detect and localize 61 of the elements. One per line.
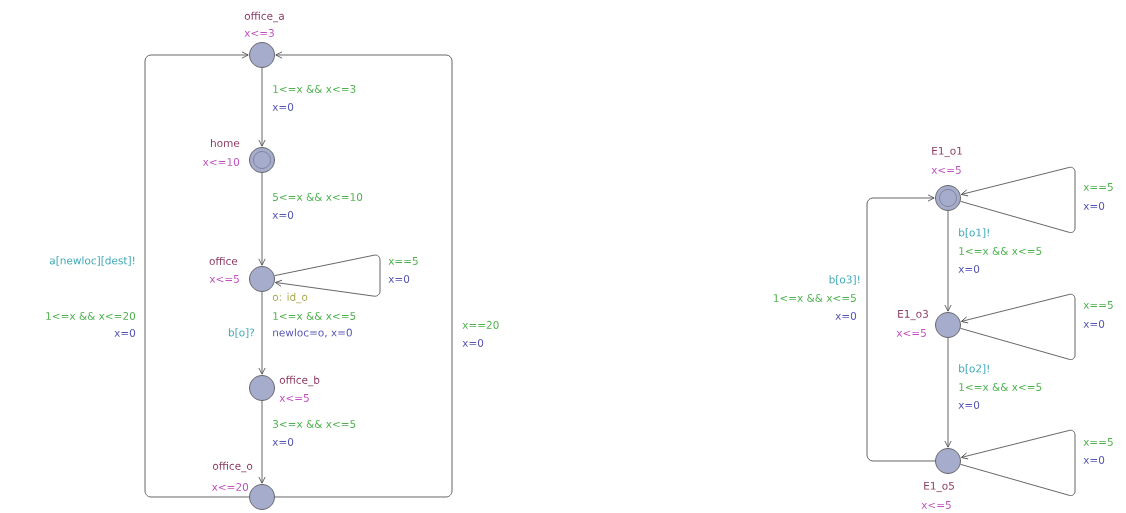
transition-arrow — [258, 172, 266, 266]
edge-label: newloc=o, x=0 — [271, 327, 354, 339]
edge-label: x==5 — [1082, 182, 1115, 192]
state-name: E1_o1 — [932, 146, 962, 158]
edge-label: x=0 — [1082, 319, 1106, 329]
invariant-label: x<=20 — [211, 483, 249, 491]
edge-label: x=0 — [834, 311, 858, 321]
transition-arrow — [960, 429, 1076, 496]
edge-label: x=0 — [957, 264, 981, 274]
edge-label: x==20 — [461, 320, 501, 330]
transition-arrow — [960, 293, 1076, 360]
transition-arrow — [144, 51, 250, 498]
invariant-label: x<=5 — [209, 275, 239, 283]
edge-label: x=0 — [1082, 455, 1106, 465]
edge-label: x=0 — [271, 102, 295, 112]
state-name: office_b — [279, 375, 320, 387]
invariant-label: x<=5 — [279, 394, 309, 402]
edge-label: x=0 — [957, 400, 981, 410]
invariant-label: x<=5 — [931, 166, 961, 174]
transition-arrow — [944, 210, 952, 312]
state-name: office_a — [244, 11, 284, 23]
state-name: E1_o3 — [898, 309, 928, 321]
transition-arrow — [258, 67, 266, 147]
edge-label: b[o2]! — [957, 363, 992, 375]
edge-label: x==5 — [1082, 300, 1115, 310]
edge-label: b[o3]! — [827, 274, 862, 286]
edge-label: 1<=x && x<=5 — [957, 382, 1044, 392]
edge-label: x==5 — [387, 256, 420, 266]
edge-label: 5<=x && x<=10 — [271, 192, 364, 202]
edge-label: x=0 — [271, 437, 295, 447]
edge-label: 1<=x && x<=5 — [271, 311, 358, 321]
state-name: home — [211, 138, 240, 148]
edge-label: x=0 — [387, 274, 411, 284]
state-name: E1_o5 — [924, 481, 954, 493]
transition-arrow — [258, 400, 266, 484]
edge-label: a[newloc][dest]! — [48, 255, 137, 267]
invariant-label: x<=10 — [202, 158, 240, 166]
invariant-label: x<=3 — [244, 29, 274, 37]
transition-arrow — [274, 51, 453, 498]
transition-arrow — [274, 254, 381, 297]
transition-arrow — [258, 291, 266, 375]
edge-label: b[o1]! — [957, 227, 992, 239]
state-name: office — [209, 256, 238, 266]
edge-label: x=0 — [271, 210, 295, 220]
edge-label: 1<=x && x<=5 — [771, 293, 858, 303]
invariant-label: x<=5 — [896, 329, 926, 337]
edge-label: x==5 — [1082, 437, 1115, 447]
edge-label: b[o]? — [226, 327, 256, 339]
edge-label: 1<=x && x<=5 — [957, 246, 1044, 256]
edge-label: 1<=x && x<=20 — [44, 311, 137, 321]
transition-arrow — [866, 194, 936, 462]
edge-label: o: id_o — [271, 291, 309, 305]
edge-label: 3<=x && x<=5 — [271, 419, 358, 429]
transition-arrow — [960, 166, 1076, 233]
edge-label: x=0 — [461, 338, 485, 348]
edge-label: x=0 — [113, 328, 137, 338]
edge-label: x=0 — [1082, 201, 1106, 211]
invariant-label: x<=5 — [921, 501, 951, 509]
edge-label: 1<=x && x<=3 — [271, 84, 358, 94]
transition-arrow — [944, 337, 952, 448]
state-name: office_o — [212, 461, 253, 473]
